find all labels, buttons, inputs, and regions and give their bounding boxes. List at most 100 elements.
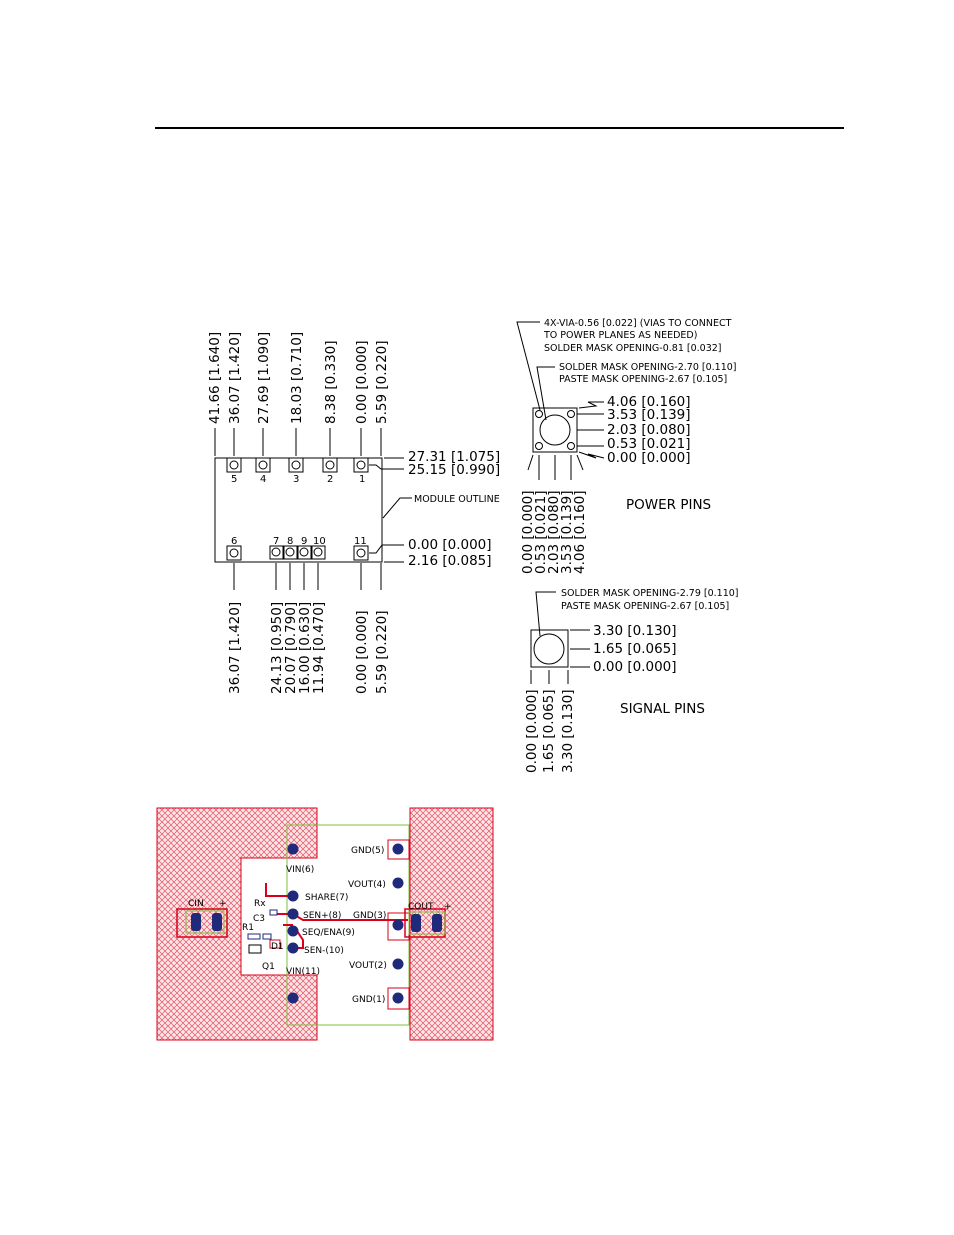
power-y-1: 3.53 [0.139] (607, 407, 691, 423)
pin-num-9: 9 (301, 536, 307, 547)
dim-y-3: 2.16 [0.085] (408, 553, 492, 569)
pcb-label-vin6: VIN(6) (286, 865, 314, 875)
signal-note-0: SOLDER MASK OPENING-2.79 [0.110] (561, 588, 739, 599)
module-y-dims: 27.31 [1.075] 25.15 [0.990] MODULE OUTLI… (408, 449, 500, 569)
module-outline-drawing (214, 428, 412, 590)
power-x-1: 0.53 [0.021] (533, 490, 549, 574)
power-y-4: 0.00 [0.000] (607, 450, 691, 466)
pcb-label-cin-plus: + (219, 899, 227, 909)
pcb-label-c3: C3 (253, 914, 265, 924)
signal-pins-title: SIGNAL PINS (620, 701, 705, 717)
pin-num-5: 5 (231, 474, 237, 485)
pcb-label-rx: Rx (254, 899, 266, 909)
module-outline-label: MODULE OUTLINE (414, 494, 500, 505)
pad-7 (269, 545, 284, 560)
power-pin-notes: 4X-VIA-0.56 [0.022] (VIAS TO CONNECT TO … (520, 318, 737, 574)
pcb-label-r1: R1 (242, 923, 254, 933)
power-note-2: SOLDER MASK OPENING-0.81 [0.032] (544, 343, 722, 354)
dim-y-0: 27.31 [1.075] (408, 449, 500, 465)
pcb-label-gnd5: GND(5) (351, 846, 384, 856)
power-pad-hole (539, 414, 571, 446)
pad-sen-minus10 (287, 942, 299, 954)
pin-num-3: 3 (293, 474, 299, 485)
power-y-0: 4.06 [0.160] (607, 394, 691, 410)
pcb-label-share7: SHARE(7) (305, 893, 348, 903)
pcb-label-vout2: VOUT(2) (349, 961, 387, 971)
power-x-3: 3.53 [0.139] (559, 490, 575, 574)
pin-num-4: 4 (260, 474, 266, 485)
pin-num-11: 11 (354, 536, 367, 547)
power-pins-title: POWER PINS (626, 497, 711, 513)
pin-num-10: 10 (313, 536, 326, 547)
pcb-label-vin11: VIN(11) (286, 967, 320, 977)
dim-bot-3: 16.00 [0.630] (297, 602, 313, 694)
signal-y-1: 1.65 [0.065] (593, 641, 677, 657)
pad-vin6 (287, 843, 299, 855)
signal-x-1: 1.65 [0.065] (541, 689, 557, 773)
signal-y-2: 0.00 [0.000] (593, 659, 677, 675)
pcb-label-q1: Q1 (262, 962, 275, 972)
power-pin-detail (516, 321, 605, 480)
via-icon (535, 410, 543, 418)
pin-num-8: 8 (287, 536, 293, 547)
pad-gnd3 (392, 919, 404, 931)
pad-1 (353, 457, 369, 473)
pcb-label-seq-ena9: SEQ/ENA(9) (302, 928, 355, 938)
dim-top-3: 18.03 [0.710] (289, 332, 305, 424)
dim-y-2: 0.00 [0.000] (408, 537, 492, 553)
dim-bot-2: 20.07 [0.790] (283, 602, 299, 694)
pad-5 (226, 457, 242, 473)
pin-num-6: 6 (231, 536, 237, 547)
dim-top-2: 27.69 [1.090] (256, 332, 272, 424)
dim-bot-0: 36.07 [1.420] (227, 602, 243, 694)
pcb-label-cin: CIN (188, 899, 204, 909)
bottom-x-dims: 36.07 [1.420] 24.13 [0.950] 20.07 [0.790… (227, 602, 390, 694)
via-icon (567, 442, 575, 450)
top-x-dims: 41.66 [1.640] 36.07 [1.420] 27.69 [1.090… (207, 332, 390, 424)
power-y-3: 0.53 [0.021] (607, 436, 691, 452)
via-icon (567, 410, 575, 418)
pcb-label-gnd1: GND(1) (352, 995, 385, 1005)
cin-footprint (176, 908, 228, 938)
pcb-layout: GND(5) VIN(6) VOUT(4) SHARE(7) SEN+(8) G… (156, 807, 494, 1041)
signal-pad-hole (533, 633, 565, 665)
dim-top-4: 8.38 [0.330] (323, 340, 339, 424)
pcb-label-vout4: VOUT(4) (348, 880, 386, 890)
pcb-label-cout: COUT (408, 902, 434, 912)
signal-x-2: 3.30 [0.130] (560, 689, 576, 773)
dim-bot-4: 11.94 [0.470] (311, 602, 327, 694)
pin-numbers: 5 4 3 2 1 6 7 8 9 10 11 (231, 474, 367, 547)
pcb-label-d1: D1 (271, 942, 284, 952)
via-icon (535, 442, 543, 450)
signal-pin-notes: SOLDER MASK OPENING-2.79 [0.110] PASTE M… (524, 588, 739, 773)
power-note-3: SOLDER MASK OPENING-2.70 [0.110] (559, 362, 737, 373)
pad-10 (311, 545, 326, 560)
dim-top-6: 5.59 [0.220] (374, 340, 390, 424)
signal-pad (530, 629, 569, 668)
pad-4 (255, 457, 271, 473)
pin-num-7: 7 (273, 536, 279, 547)
pad-vout2 (392, 958, 404, 970)
pad-6 (226, 545, 242, 561)
pin-num-1: 1 (359, 474, 365, 485)
signal-pin-detail (530, 591, 590, 684)
pad-vout4 (392, 877, 404, 889)
pad-3 (288, 457, 304, 473)
dim-top-1: 36.07 [1.420] (227, 332, 243, 424)
pad-seq-ena9 (287, 925, 299, 937)
power-note-4: PASTE MASK OPENING-2.67 [0.105] (559, 374, 727, 385)
pad-gnd1 (392, 992, 404, 1004)
pcb-label-cout-plus: + (444, 902, 452, 912)
signal-note-1: PASTE MASK OPENING-2.67 [0.105] (561, 601, 729, 612)
power-x-2: 2.03 [0.080] (546, 490, 562, 574)
pad-share7 (287, 890, 299, 902)
power-note-1: TO POWER PLANES AS NEEDED) (543, 330, 697, 341)
dim-bot-5: 0.00 [0.000] (354, 610, 370, 694)
dim-y-1: 25.15 [0.990] (408, 462, 500, 478)
pad-sen-plus8 (287, 908, 299, 920)
pad-8 (283, 545, 298, 560)
dim-top-0: 41.66 [1.640] (207, 332, 223, 424)
right-copper-plane (409, 807, 494, 1041)
dim-bot-1: 24.13 [0.950] (269, 602, 285, 694)
